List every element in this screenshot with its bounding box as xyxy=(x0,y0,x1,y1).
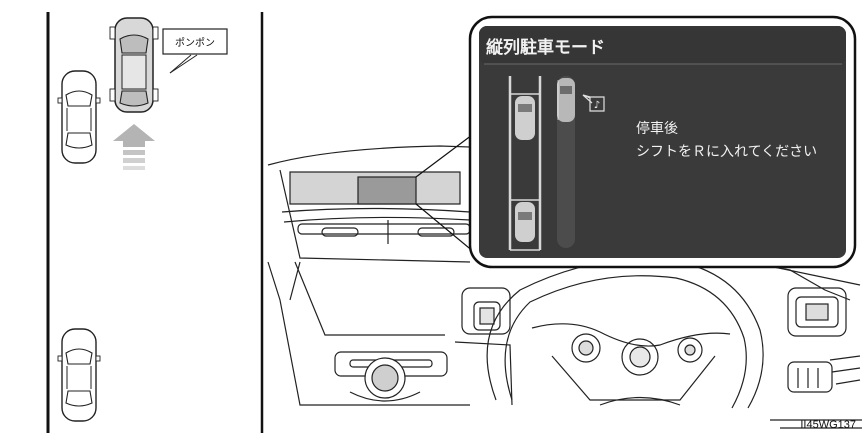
own-vehicle xyxy=(109,17,159,113)
forward-arrow-icon xyxy=(113,124,155,170)
instruction-line-2: シフトをＲに入れてください xyxy=(636,144,817,160)
enlarged-display: 縦列駐車モード ♪ 停車後 シフトをＲに入れてください xyxy=(468,15,857,269)
display-title: 縦列駐車モード xyxy=(486,37,605,58)
dashboard xyxy=(267,145,862,429)
sound-callout-text: ポンポン xyxy=(175,37,215,49)
parked-car-front xyxy=(57,70,101,164)
parking-guide-graphic xyxy=(508,76,575,251)
parked-car-rear xyxy=(57,328,101,422)
dash-screen-hotspot xyxy=(357,176,417,205)
svg-text:♪: ♪ xyxy=(594,100,600,111)
chime-icon: ♪ xyxy=(582,94,605,112)
instruction-line-1: 停車後 xyxy=(636,120,678,137)
figure-id: II45WG137 xyxy=(800,419,856,431)
road-scene: ポンポン xyxy=(46,12,264,433)
sound-callout: ポンポン xyxy=(162,28,228,74)
